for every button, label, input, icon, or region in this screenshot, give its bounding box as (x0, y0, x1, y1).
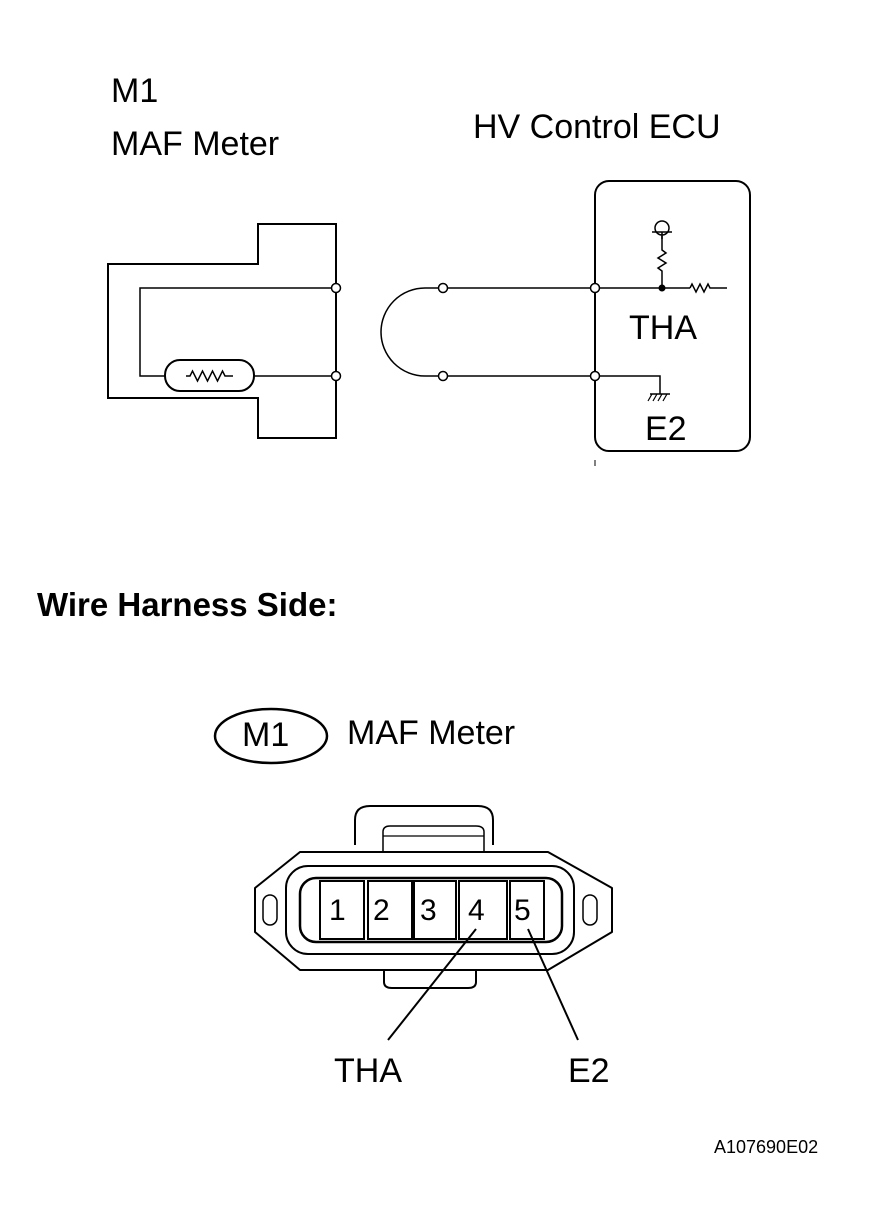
leader-line-e2 (527, 928, 579, 1041)
connector-code-label: M1 (242, 716, 290, 754)
connector-latch-inner (382, 825, 485, 853)
figure-id: A107690E02 (714, 1137, 819, 1157)
connector-bottom-key (383, 970, 477, 989)
ground-icon-hatch-4 (662, 393, 668, 402)
pin-label-4: 4 (468, 894, 485, 927)
connector-pin-upper (437, 282, 449, 294)
connector-left-tab (262, 894, 278, 926)
callout-label-tha: THA (334, 1052, 402, 1090)
component-name-label: MAF Meter (111, 125, 280, 163)
maf-meter-housing (107, 223, 337, 439)
callout-label-e2: E2 (568, 1052, 610, 1090)
thermistor-resistor-symbol (186, 369, 233, 383)
ground-icon-hatch-3 (657, 393, 663, 402)
ecu-terminal-e2-label: E2 (645, 410, 687, 448)
maf-internal-wire (139, 287, 336, 377)
ecu-series-resistor (689, 282, 727, 294)
connector-loop (380, 287, 443, 377)
pin-label-1: 1 (329, 894, 346, 927)
pin-cavity-3 (413, 880, 457, 940)
pin-label-3: 3 (420, 894, 437, 927)
hv-control-ecu-box (594, 180, 751, 452)
pin-label-2: 2 (373, 894, 390, 927)
section-title: Wire Harness Side: (37, 586, 338, 623)
connector-code-ellipse (213, 707, 329, 765)
pin-cavity-1 (319, 880, 365, 940)
connector-inner-frame (285, 865, 575, 955)
pin-cavity-4 (458, 880, 508, 940)
connector-pin-lower (437, 370, 449, 382)
connector-cavity-block (298, 876, 564, 944)
ecu-terminal-e2 (589, 370, 601, 382)
maf-terminal-lower (330, 370, 342, 382)
connector-name-label: MAF Meter (347, 714, 516, 752)
leader-line-tha (387, 928, 477, 1041)
connector-right-tab (582, 894, 598, 926)
ecu-terminal-tha-label: THA (629, 309, 697, 347)
ecu-internal-e2-line (600, 375, 661, 394)
maf-terminal-upper (330, 282, 342, 294)
ground-icon-hatch-1 (647, 393, 653, 402)
pin-label-5: 5 (514, 894, 531, 927)
pin-cavity-2 (367, 880, 413, 940)
ecu-title: HV Control ECU (473, 108, 721, 146)
pin-cavity-5 (509, 880, 545, 940)
ecu-pullup-resistor (656, 236, 668, 288)
ground-icon-hatch-2 (652, 393, 658, 402)
component-code-label: M1 (111, 72, 159, 110)
connector-latch (354, 805, 494, 845)
ecu-terminal-tha (589, 282, 601, 294)
